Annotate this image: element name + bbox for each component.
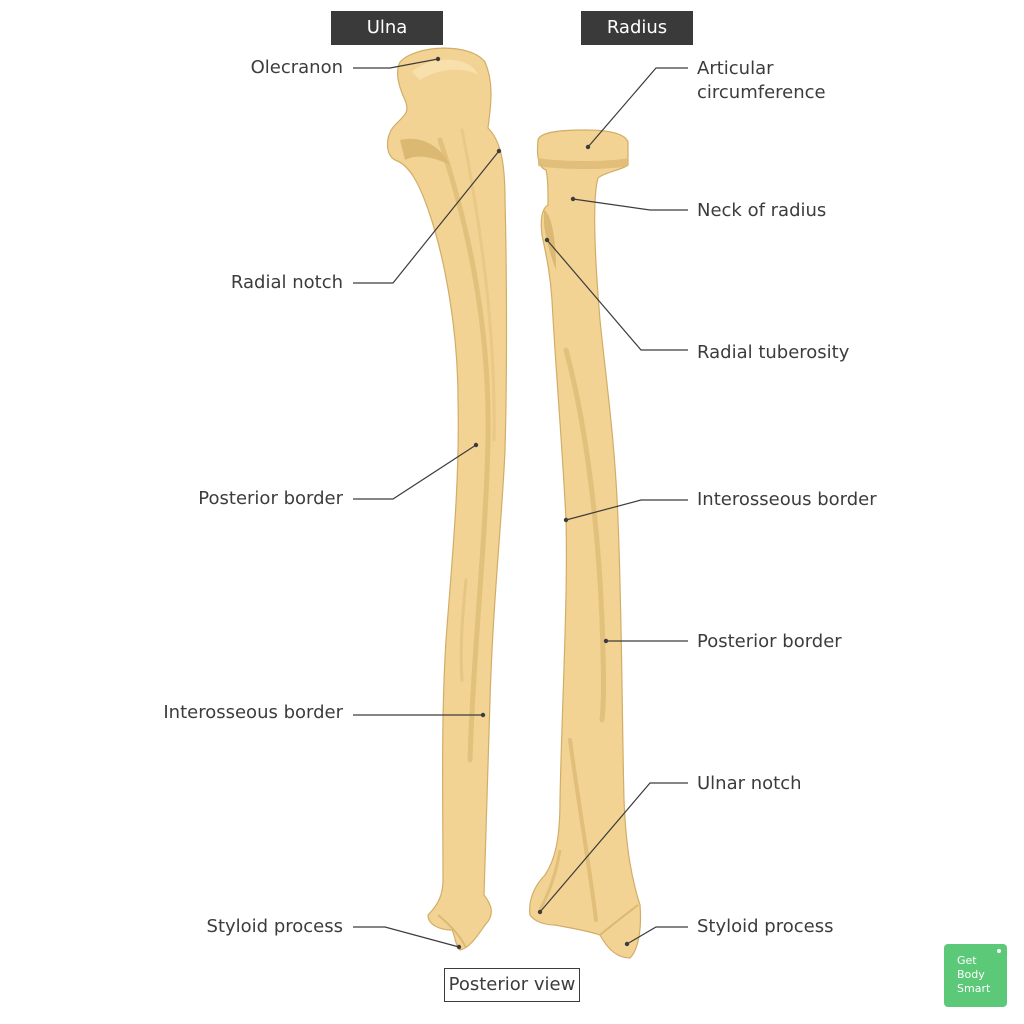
radius-header: Radius xyxy=(581,11,693,45)
brand-logo[interactable]: Get Body Smart xyxy=(944,944,1007,1007)
label-articular-circumference-line2: circumference xyxy=(697,82,826,103)
leader-dots xyxy=(435,56,630,950)
brand-dot-icon xyxy=(997,949,1001,953)
leader-ulna-styloid-process xyxy=(353,926,460,948)
label-radial-tuberosity: Radial tuberosity xyxy=(697,342,850,363)
leader-ulna-posterior-border xyxy=(353,444,477,500)
leader-radial-notch xyxy=(353,150,500,284)
brand-line-3: Smart xyxy=(957,982,991,995)
label-radius-posterior-border: Posterior border xyxy=(697,631,842,652)
label-ulna-styloid-process: Styloid process xyxy=(206,916,343,937)
leader-radius-interosseous-border xyxy=(565,499,688,521)
ulna-header: Ulna xyxy=(331,11,443,45)
leader-articular-circumference xyxy=(587,67,688,148)
label-olecranon: Olecranon xyxy=(250,57,343,78)
brand-line-2: Body xyxy=(957,968,985,981)
view-caption: Posterior view xyxy=(444,968,580,1002)
label-radial-notch: Radial notch xyxy=(230,272,343,293)
label-radius-styloid-process: Styloid process xyxy=(697,916,834,937)
label-ulna-posterior-border: Posterior border xyxy=(198,488,343,509)
leader-radius-styloid-process xyxy=(626,926,688,945)
label-ulna-interosseous-border: Interosseous border xyxy=(163,702,343,723)
label-neck-of-radius: Neck of radius xyxy=(697,200,827,221)
label-ulnar-notch: Ulnar notch xyxy=(697,773,802,794)
leader-lines xyxy=(353,58,688,948)
ulna-bone xyxy=(386,47,508,951)
leader-ulnar-notch xyxy=(539,782,688,913)
label-radius-interosseous-border: Interosseous border xyxy=(697,489,877,510)
label-articular-circumference-line1: Articular xyxy=(697,58,774,79)
leader-olecranon xyxy=(353,58,439,69)
radius-shaft xyxy=(529,129,642,959)
leader-neck-of-radius xyxy=(572,198,688,211)
leader-radial-tuberosity xyxy=(546,239,688,351)
ulna-shaft xyxy=(386,47,508,951)
brand-line-1: Get xyxy=(957,954,977,967)
radius-bone xyxy=(529,129,642,959)
